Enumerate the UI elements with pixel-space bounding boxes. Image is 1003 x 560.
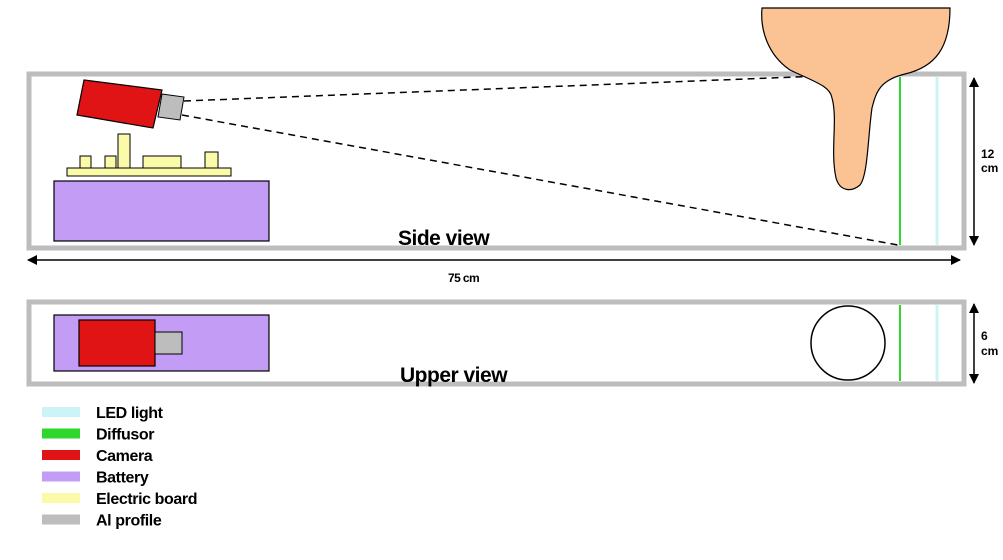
width-dimension: 6 cm — [969, 303, 998, 384]
legend-label-0: LED light — [96, 405, 164, 422]
length-dimension: 75 cm — [27, 255, 961, 285]
upper-camera-body — [78, 319, 156, 367]
finger-shape — [761, 7, 951, 191]
camera-field-of-view — [181, 72, 899, 246]
legend-swatch-4 — [42, 493, 80, 503]
legend-label-5: Al profile — [96, 513, 162, 530]
legend-swatch-3 — [42, 471, 80, 482]
side-battery — [53, 180, 270, 242]
side-camera-body — [76, 79, 163, 129]
side-view: Side view — [26, 7, 967, 251]
side-al-profile-frame — [26, 71, 967, 251]
finger-top-circle — [810, 305, 886, 381]
legend-label-4: Electric board — [96, 491, 197, 508]
upper-al-profile-frame — [26, 299, 967, 387]
height-dimension: 12 cm — [969, 77, 998, 246]
legend-label-3: Battery — [96, 470, 149, 487]
height-dimension-unit: cm — [981, 161, 998, 175]
length-dimension-label: 75 cm — [448, 271, 479, 285]
side-view-label: Side view — [398, 227, 490, 250]
legend-swatch-5 — [42, 514, 80, 525]
upper-view-label: Upper view — [400, 364, 508, 387]
side-electric-board — [66, 133, 232, 177]
width-dimension-value: 6 — [981, 329, 988, 343]
legend-label-2: Camera — [96, 448, 153, 465]
side-camera — [76, 79, 185, 129]
legend-swatch-2 — [42, 450, 80, 460]
height-dimension-value: 12 — [981, 147, 995, 161]
legend-swatch-1 — [42, 428, 80, 439]
width-dimension-unit: cm — [981, 344, 998, 358]
upper-view: Upper view — [26, 299, 967, 387]
legend-label-1: Diffusor — [96, 427, 154, 444]
upper-camera-lens — [154, 331, 183, 355]
side-camera-lens — [157, 93, 185, 121]
legend-swatch-0 — [42, 407, 80, 417]
